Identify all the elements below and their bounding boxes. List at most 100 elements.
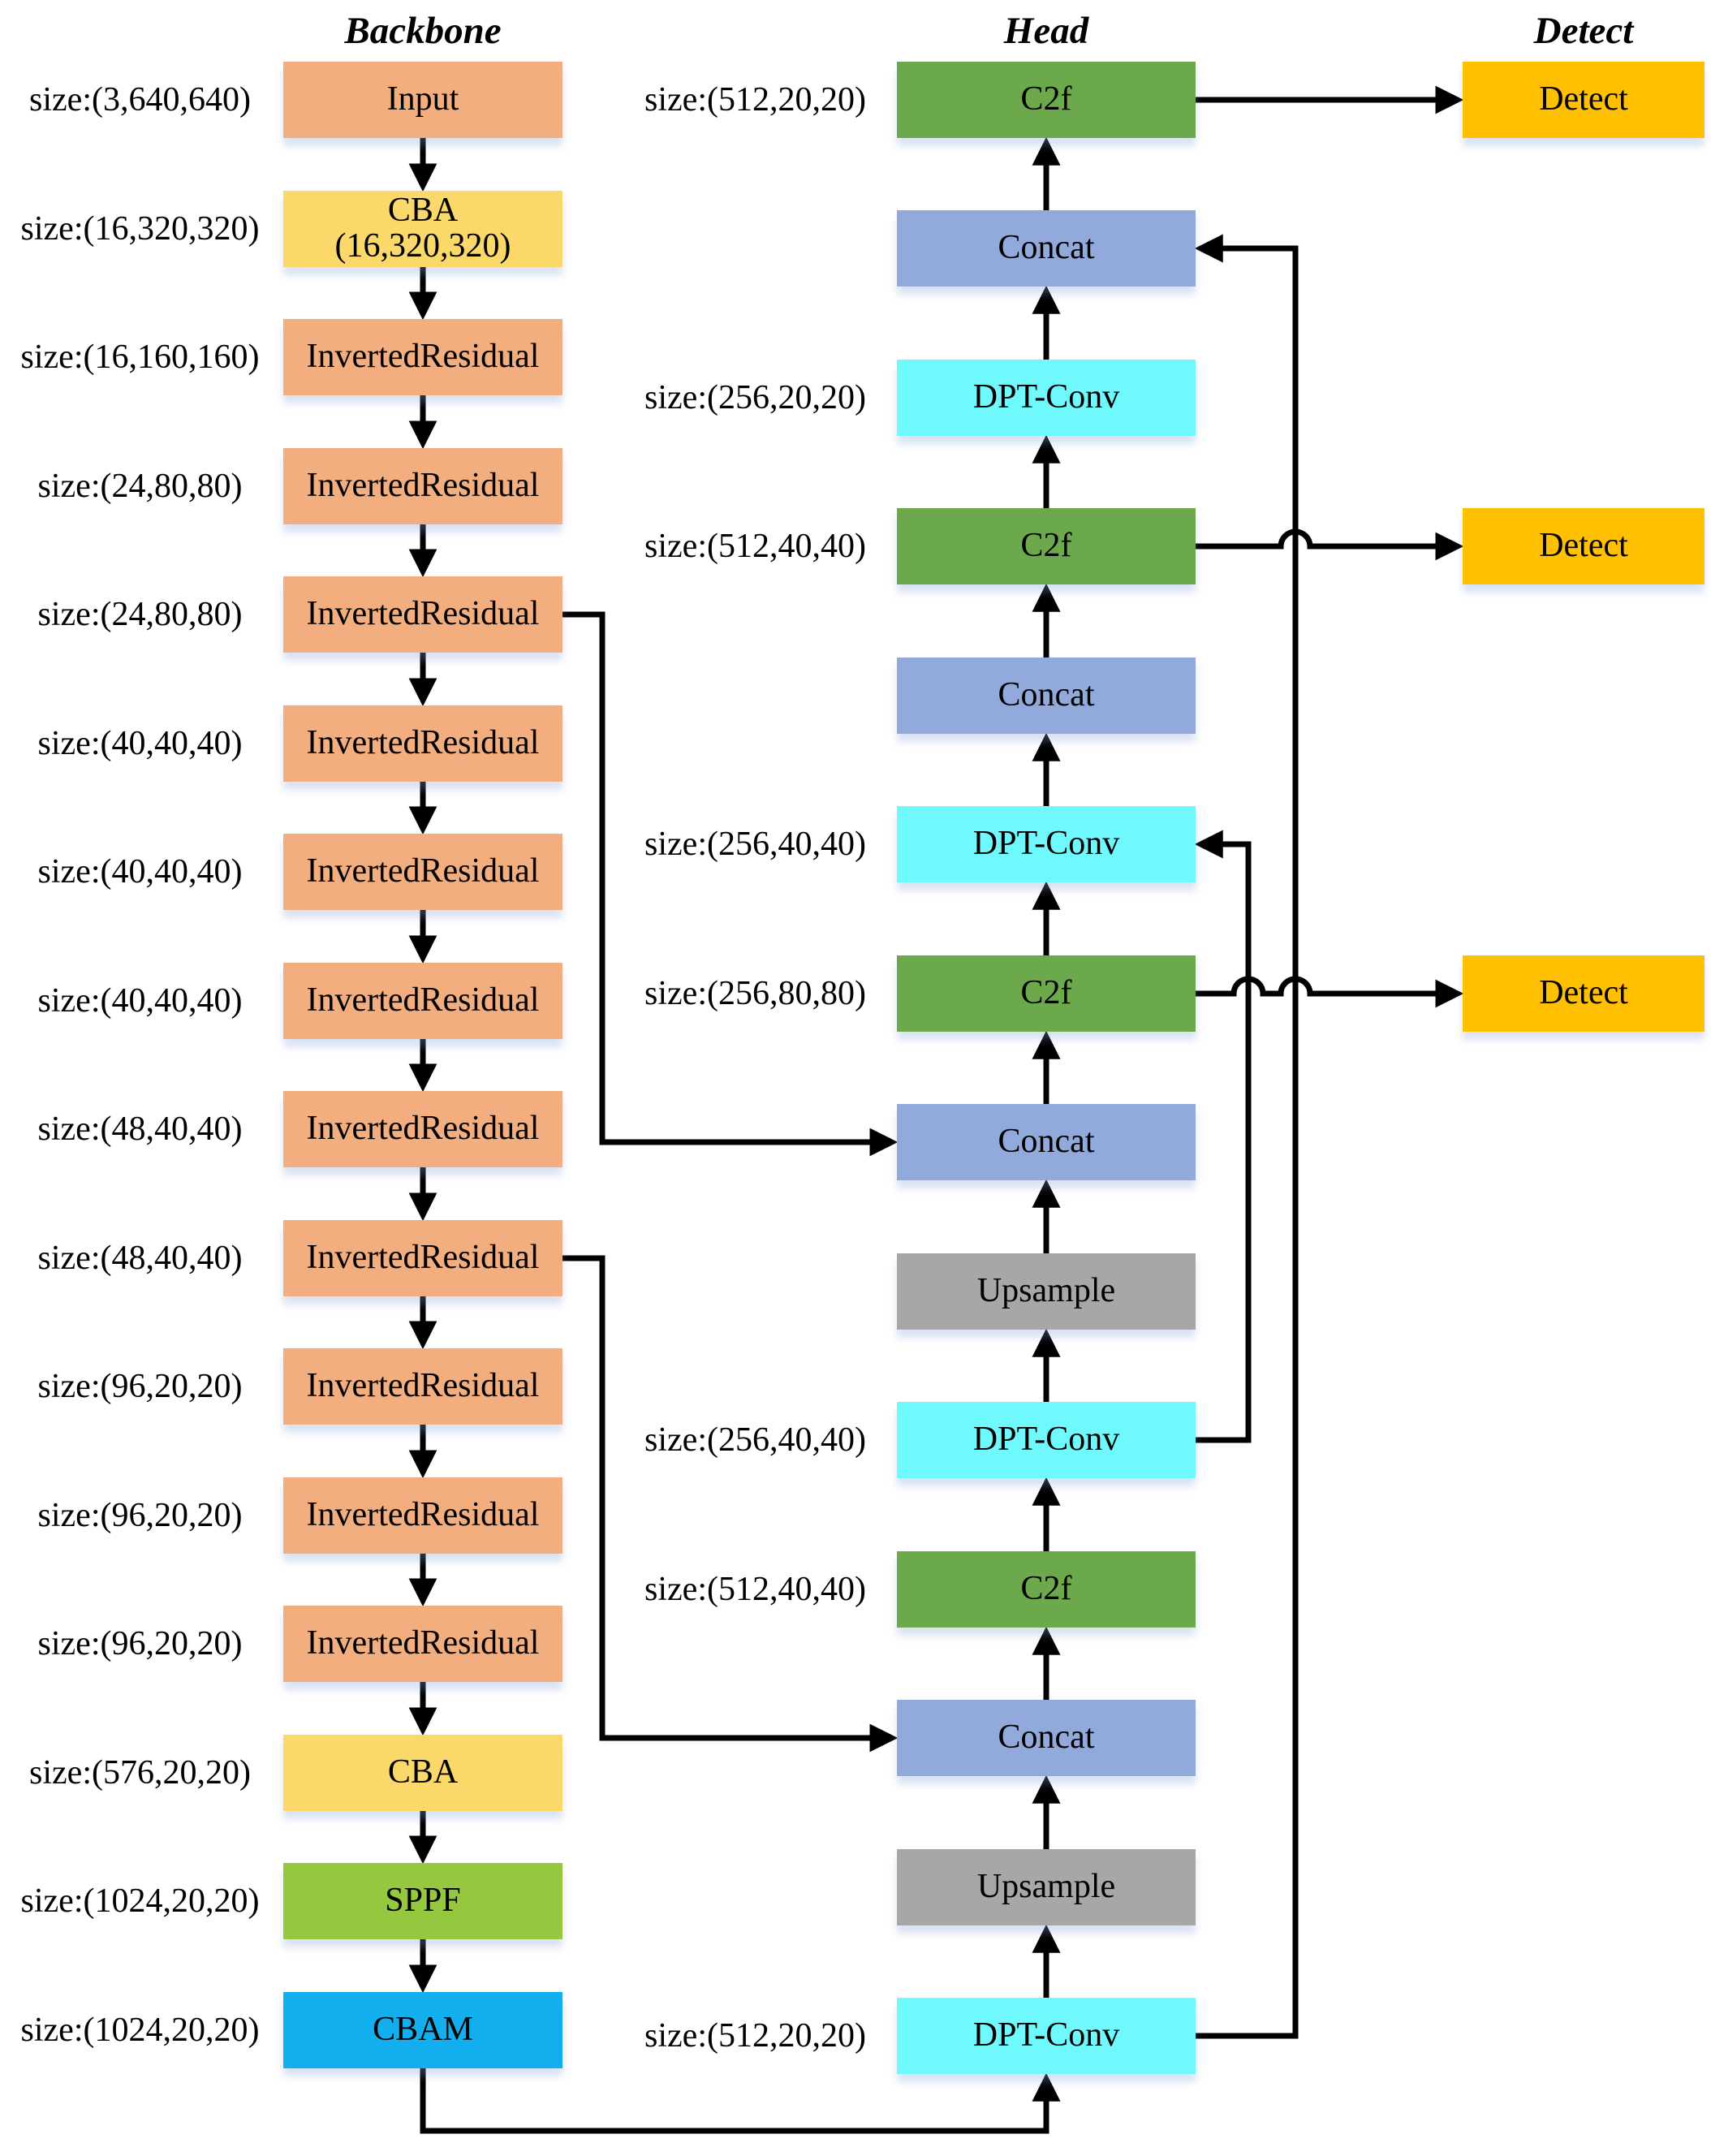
backbone-node-input: Input bbox=[283, 62, 562, 138]
node-label: InvertedResidual bbox=[306, 1239, 540, 1277]
detect-node-3: Detect bbox=[1463, 955, 1705, 1032]
detect-arrow-3 bbox=[1196, 976, 1464, 1008]
head-node-upsample-2: Upsample bbox=[897, 1849, 1196, 1925]
size-label-backbone-3: size:(24,80,80) bbox=[37, 468, 243, 505]
backbone-node-cbam: CBAM bbox=[283, 1992, 562, 2068]
head-node-c2f-3: C2f bbox=[897, 955, 1196, 1032]
head-node-dptconv-1: DPT-Conv bbox=[897, 360, 1196, 436]
head-node-concat-2: Concat bbox=[897, 658, 1196, 734]
detect-node-2: Detect bbox=[1463, 508, 1705, 584]
size-label-backbone-8: size:(48,40,40) bbox=[37, 1110, 243, 1148]
size-label-head-13: size:(512,20,20) bbox=[644, 2017, 866, 2055]
head-node-c2f-1: C2f bbox=[897, 62, 1196, 138]
backbone-node-ir-8: InvertedResidual bbox=[283, 1220, 562, 1296]
backbone-node-sppf: SPPF bbox=[283, 1863, 562, 1939]
head-node-dptconv-2: DPT-Conv bbox=[897, 806, 1196, 882]
size-label-backbone-1: size:(16,320,320) bbox=[20, 210, 260, 248]
backbone-node-ir-9: InvertedResidual bbox=[283, 1348, 562, 1425]
node-label: InvertedResidual bbox=[306, 1496, 540, 1534]
head-node-dptconv-3: DPT-Conv bbox=[897, 1402, 1196, 1478]
size-label-backbone-15: size:(1024,20,20) bbox=[20, 2012, 260, 2049]
node-label: InvertedResidual bbox=[306, 595, 540, 633]
node-label: InvertedResidual bbox=[306, 467, 540, 505]
head-node-concat-3: Concat bbox=[897, 1104, 1196, 1180]
node-label: C2f bbox=[1020, 1570, 1072, 1608]
backbone-node-ir-7: InvertedResidual bbox=[283, 1091, 562, 1167]
node-label: DPT-Conv bbox=[972, 378, 1120, 416]
node-label: Concat bbox=[998, 1123, 1095, 1161]
node-label: DPT-Conv bbox=[972, 825, 1120, 863]
node-label: DPT-Conv bbox=[972, 2016, 1120, 2055]
backbone-node-ir-3: InvertedResidual bbox=[283, 576, 562, 653]
size-label-head-5: size:(256,40,40) bbox=[644, 826, 866, 863]
node-label: InvertedResidual bbox=[306, 1367, 540, 1405]
backbone-node-ir-4: InvertedResidual bbox=[283, 705, 562, 782]
node-label: CBA bbox=[387, 1753, 459, 1792]
node-label: InvertedResidual bbox=[306, 1110, 540, 1148]
head-node-c2f-4: C2f bbox=[897, 1551, 1196, 1628]
size-label-backbone-2: size:(16,160,160) bbox=[20, 338, 260, 376]
backbone-node-ir-2: InvertedResidual bbox=[283, 448, 562, 524]
node-label: CBA bbox=[387, 192, 459, 230]
node-label: Concat bbox=[998, 229, 1095, 267]
node-label: CBAM bbox=[373, 2011, 473, 2049]
backbone-node-ir-6: InvertedResidual bbox=[283, 963, 562, 1039]
node-label: Detect bbox=[1539, 974, 1628, 1012]
size-label-backbone-9: size:(48,40,40) bbox=[37, 1240, 243, 1277]
size-label-head-2: size:(256,20,20) bbox=[644, 379, 866, 416]
node-label: InvertedResidual bbox=[306, 338, 540, 376]
head-header: Head bbox=[1003, 10, 1089, 52]
skip-backbone-p4-to-concat bbox=[562, 1255, 899, 1753]
detect-arrow-2 bbox=[1196, 528, 1464, 561]
node-label: InvertedResidual bbox=[306, 981, 540, 1020]
node-label: Concat bbox=[998, 1718, 1095, 1757]
size-label-backbone-13: size:(576,20,20) bbox=[29, 1754, 251, 1792]
skip-backbone-p3-to-concat bbox=[562, 611, 899, 1157]
node-label: Detect bbox=[1539, 527, 1628, 565]
node-label: Concat bbox=[998, 676, 1095, 714]
backbone-node-ir-5: InvertedResidual bbox=[283, 834, 562, 910]
node-label: InvertedResidual bbox=[306, 724, 540, 762]
node-label: C2f bbox=[1020, 527, 1072, 565]
route-dptconv-p5-to-concat bbox=[1194, 234, 1299, 2039]
size-label-backbone-11: size:(96,20,20) bbox=[37, 1497, 243, 1534]
node-label: DPT-Conv bbox=[972, 1421, 1120, 1459]
size-label-head-6: size:(256,80,80) bbox=[644, 975, 866, 1012]
detect-header: Detect bbox=[1533, 10, 1634, 52]
size-label-head-3: size:(512,40,40) bbox=[644, 528, 866, 565]
backbone-header: Backbone bbox=[344, 10, 502, 52]
size-label-head-0: size:(512,20,20) bbox=[644, 81, 866, 119]
node-label: Upsample bbox=[976, 1868, 1116, 1906]
node-label: InvertedResidual bbox=[306, 1624, 540, 1662]
node-label: C2f bbox=[1020, 974, 1072, 1012]
backbone-node-ir-1: InvertedResidual bbox=[283, 319, 562, 395]
node-label: SPPF bbox=[385, 1882, 461, 1920]
size-label-head-10: size:(512,40,40) bbox=[644, 1571, 866, 1608]
size-label-backbone-0: size:(3,640,640) bbox=[29, 81, 251, 119]
head-node-concat-1: Concat bbox=[897, 210, 1196, 287]
size-label-backbone-6: size:(40,40,40) bbox=[37, 853, 243, 890]
node-label: InvertedResidual bbox=[306, 852, 540, 890]
backbone-node-ir-10: InvertedResidual bbox=[283, 1477, 562, 1554]
size-label-head-9: size:(256,40,40) bbox=[644, 1421, 866, 1459]
node-label: Input bbox=[386, 80, 459, 119]
size-label-backbone-5: size:(40,40,40) bbox=[37, 725, 243, 762]
route-cbam-to-dptconv bbox=[420, 2068, 1061, 2134]
backbone-node-ir-11: InvertedResidual bbox=[283, 1606, 562, 1682]
head-node-concat-4: Concat bbox=[897, 1700, 1196, 1776]
size-label-backbone-14: size:(1024,20,20) bbox=[20, 1882, 260, 1920]
detect-node-1: Detect bbox=[1463, 62, 1705, 138]
head-node-dptconv-4: DPT-Conv bbox=[897, 1998, 1196, 2074]
size-label-backbone-7: size:(40,40,40) bbox=[37, 982, 243, 1020]
size-label-backbone-12: size:(96,20,20) bbox=[37, 1625, 243, 1662]
head-node-c2f-2: C2f bbox=[897, 508, 1196, 584]
size-label-backbone-10: size:(96,20,20) bbox=[37, 1368, 243, 1405]
node-sublabel: (16,320,320) bbox=[334, 227, 511, 265]
node-label: C2f bbox=[1020, 80, 1072, 119]
node-label: Upsample bbox=[976, 1272, 1116, 1310]
route-dptconv-p4-to-concat bbox=[1194, 830, 1252, 1443]
backbone-node-cba-2: CBA bbox=[283, 1735, 562, 1811]
size-label-backbone-4: size:(24,80,80) bbox=[37, 596, 243, 633]
